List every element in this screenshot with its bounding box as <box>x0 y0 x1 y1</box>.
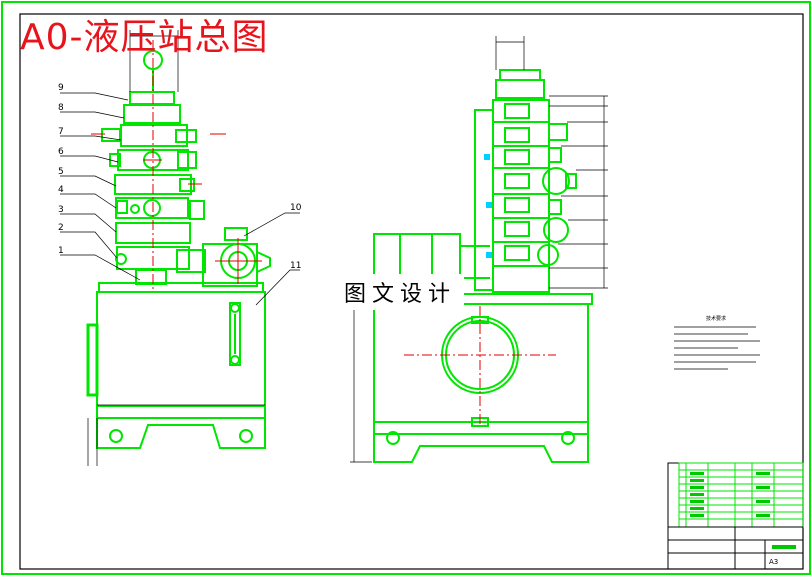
inner-frame <box>19 13 804 570</box>
part-label-1: 1 <box>58 246 64 256</box>
part-label-7: 7 <box>58 127 64 137</box>
part-number-labels: 9 8 7 6 5 4 3 2 1 10 11 <box>58 83 302 271</box>
part-label-10: 10 <box>290 203 302 213</box>
title-block-scale: A3 <box>769 558 778 566</box>
part-label-9: 9 <box>58 83 64 93</box>
part-label-4: 4 <box>58 185 64 195</box>
front-centerlines <box>91 40 262 290</box>
tech-notes <box>674 326 760 370</box>
part-label-2: 2 <box>58 223 64 233</box>
watermark-text: 图文设计 <box>336 274 465 310</box>
drawing-title: A0-液压站总图 <box>20 17 269 58</box>
title-block-grid <box>667 462 804 570</box>
part-label-3: 3 <box>58 205 64 215</box>
front-dimensions <box>87 30 265 466</box>
side-view <box>369 69 593 463</box>
part-label-5: 5 <box>58 167 64 177</box>
title-block-fill <box>690 472 796 549</box>
notes-heading: 技术要求 <box>706 315 726 322</box>
part-label-8: 8 <box>58 103 64 113</box>
side-centerlines <box>404 306 556 426</box>
part-label-6: 6 <box>58 147 64 157</box>
front-view <box>86 50 271 449</box>
side-dimensions <box>350 36 608 463</box>
leader-lines <box>60 92 300 306</box>
side-accents <box>484 154 492 258</box>
part-label-11: 11 <box>290 261 301 271</box>
